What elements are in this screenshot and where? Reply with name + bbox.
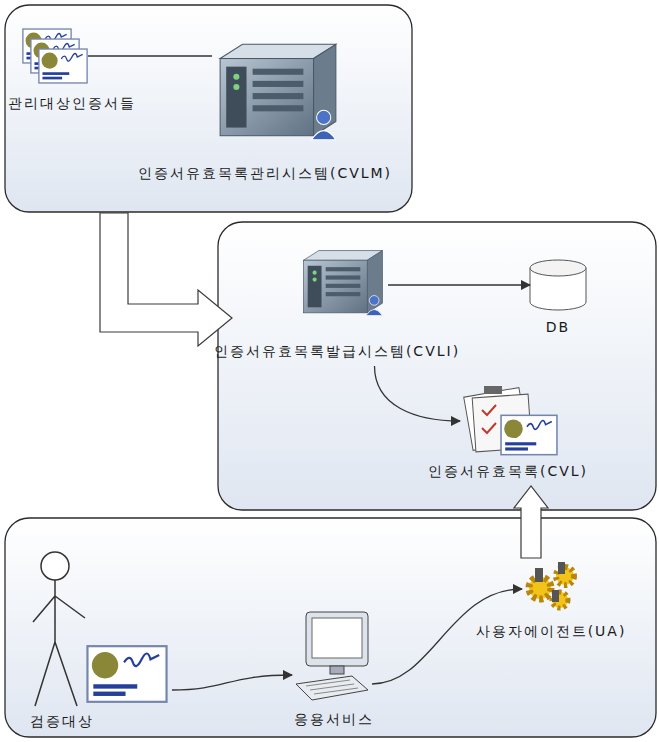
node-label: 검증대상: [30, 712, 94, 730]
block-arrow: [100, 213, 232, 346]
node-label: 사용자에이전트(UA): [476, 622, 627, 640]
node-label: DB: [546, 318, 570, 336]
node-label: 인증서유효목록관리시스템(CVLM): [138, 164, 392, 182]
icon-node: 응용서비스: [294, 612, 370, 702]
icon-node: 사용자에이전트(UA): [526, 562, 578, 612]
block-arrow: [514, 486, 548, 558]
icon-node: 검증대상: [30, 550, 168, 706]
user-agent-gears: [529, 562, 574, 608]
panel: [218, 222, 656, 510]
server-icon: [304, 251, 383, 316]
server-icon: [220, 44, 336, 139]
node-label: 관리대상인증서들: [8, 94, 136, 112]
computer-icon: [296, 612, 368, 700]
icon-node: 인증서유효목록발급시스템(CVLI): [298, 238, 388, 324]
database-icon: [530, 260, 586, 310]
node-label: 인증서유효목록(CVL): [428, 462, 588, 480]
certificate-card: [87, 646, 166, 702]
connector: [375, 366, 461, 421]
certificate-stack: [23, 29, 87, 83]
panel: [5, 5, 412, 212]
connector: [172, 675, 292, 690]
icon-node: 인증서유효목록관리시스템(CVLM): [212, 36, 344, 142]
icon-node: 인증서유효목록(CVL): [462, 386, 558, 456]
icon-node: 관리대상인증서들: [22, 28, 88, 84]
node-label: 인증서유효목록발급시스템(CVLI): [214, 342, 460, 360]
certificate-list-icon: [464, 386, 557, 455]
connector: [88, 55, 212, 56]
panel: [5, 518, 656, 737]
person-figure: [33, 552, 85, 706]
connector: [388, 284, 530, 285]
node-label: 응용서비스: [294, 710, 374, 728]
icon-node: DB: [530, 260, 586, 310]
